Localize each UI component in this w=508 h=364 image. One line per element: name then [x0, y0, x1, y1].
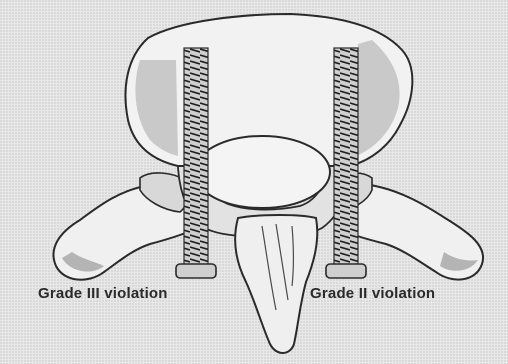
- right-screw-shaft: [334, 48, 358, 266]
- spinal-canal: [194, 136, 330, 208]
- left-screw-head: [176, 264, 216, 278]
- left-screw-shaft: [184, 48, 208, 266]
- grade-ii-violation-label: Grade II violation: [310, 285, 435, 302]
- right-screw-head: [326, 264, 366, 278]
- grade-iii-violation-label: Grade III violation: [38, 285, 168, 302]
